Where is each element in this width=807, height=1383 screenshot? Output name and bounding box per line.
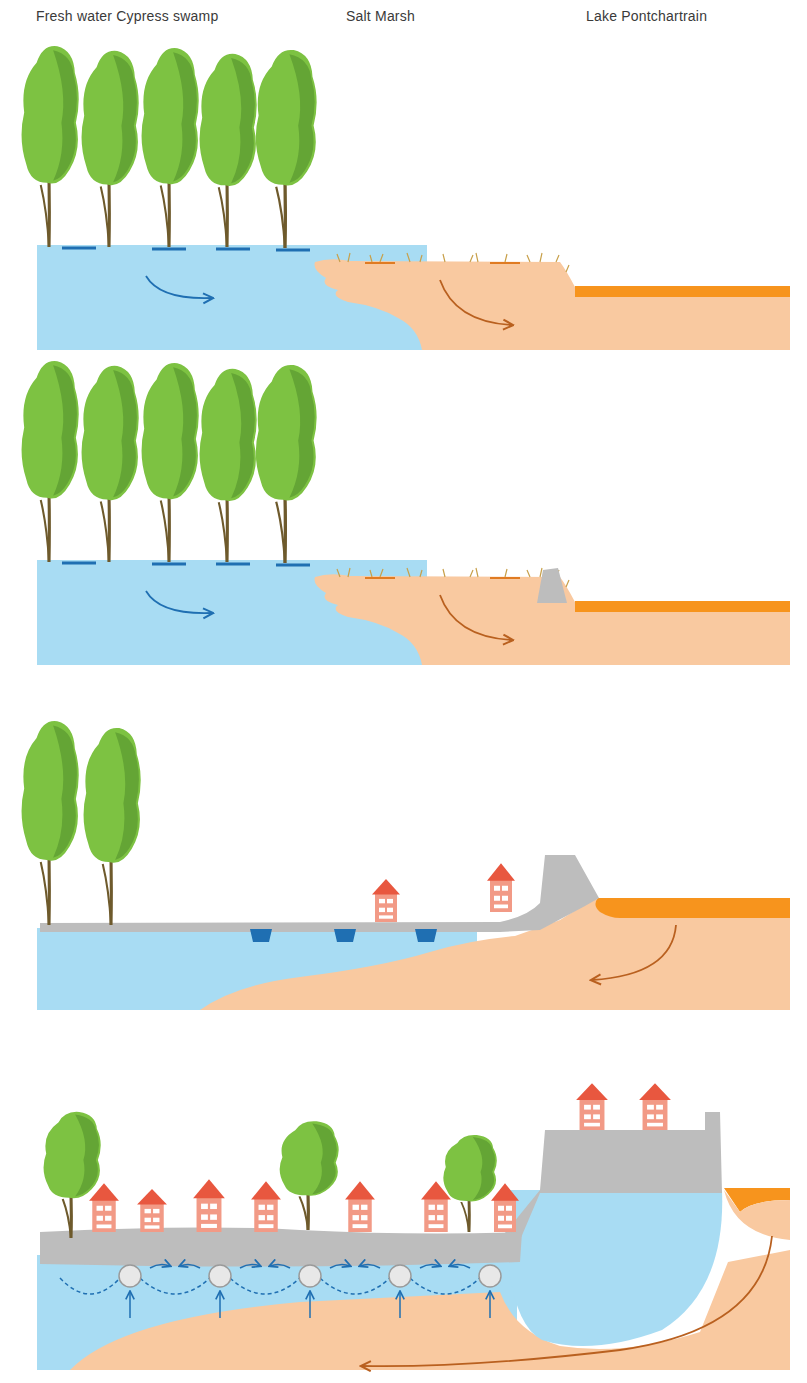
column-heading: Lake Pontchartrain	[586, 8, 707, 24]
panel-levee	[22, 361, 790, 665]
panel-natural	[22, 46, 790, 350]
column-heading: Fresh water Cypress swamp	[36, 8, 218, 24]
panel-subsided-city	[37, 1083, 790, 1370]
panel-drained	[22, 721, 790, 1010]
column-heading: Salt Marsh	[346, 8, 415, 24]
